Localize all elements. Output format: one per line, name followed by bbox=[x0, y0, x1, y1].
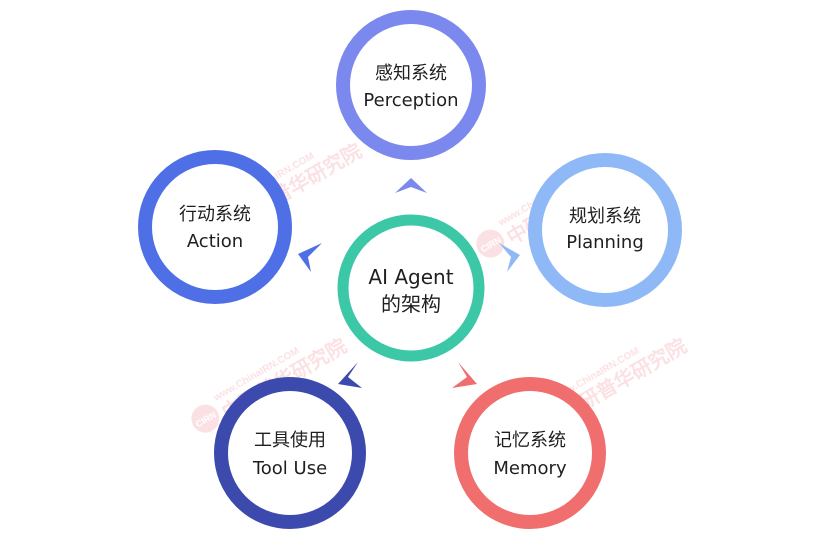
arrow-action bbox=[298, 243, 322, 272]
node-memory: 记忆系统 Memory bbox=[454, 377, 606, 529]
arrow-layer bbox=[298, 178, 520, 388]
node-label-en: Planning bbox=[566, 232, 644, 253]
node-label-en: Tool Use bbox=[252, 458, 327, 479]
center-node: AI Agent 的架构 bbox=[337, 214, 485, 362]
center-title: AI Agent bbox=[368, 265, 453, 289]
node-label-zh: 感知系统 bbox=[375, 63, 447, 84]
node-ring bbox=[336, 10, 486, 160]
node-ring bbox=[454, 377, 606, 529]
center-ring bbox=[337, 214, 485, 362]
node-tool-use: 工具使用 Tool Use bbox=[214, 377, 366, 529]
node-planning: 规划系统 Planning bbox=[528, 153, 682, 307]
node-ring bbox=[214, 377, 366, 529]
node-label-en: Action bbox=[187, 231, 243, 252]
arrow-perception bbox=[395, 178, 427, 193]
node-label-zh: 规划系统 bbox=[569, 206, 641, 227]
arrow-memory bbox=[452, 362, 477, 388]
node-label-en: Perception bbox=[363, 90, 458, 111]
arrow-tool-use bbox=[338, 362, 362, 388]
node-ring bbox=[138, 150, 292, 304]
arrow-planning bbox=[499, 243, 520, 272]
node-label-zh: 记忆系统 bbox=[494, 430, 566, 451]
node-label-zh: 工具使用 bbox=[254, 430, 326, 451]
node-label-en: Memory bbox=[493, 458, 567, 479]
node-ring bbox=[528, 153, 682, 307]
node-action: 行动系统 Action bbox=[138, 150, 292, 304]
center-subtitle: 的架构 bbox=[381, 292, 441, 316]
node-label-zh: 行动系统 bbox=[179, 204, 251, 225]
node-perception: 感知系统 Perception bbox=[336, 10, 486, 160]
